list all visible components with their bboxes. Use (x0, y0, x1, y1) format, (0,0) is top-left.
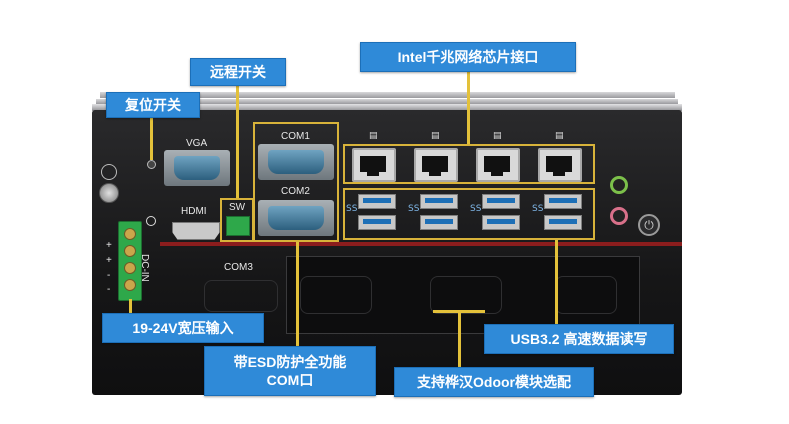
callout-intel-lan: Intel千兆网络芯片接口 (360, 42, 576, 72)
reset-button[interactable] (147, 160, 156, 169)
leader-line (458, 310, 461, 370)
ground-icon (101, 164, 117, 180)
sw-highlight (220, 198, 254, 242)
minus-label: - (107, 284, 111, 295)
leader-line (555, 240, 558, 324)
audio-jack-mic (610, 207, 628, 225)
callout-power-input: 19-24V宽压输入 (102, 313, 264, 343)
usb-icon: SS (408, 204, 420, 214)
callout-odoor: 支持桦汉Odoor模块选配 (394, 367, 594, 397)
usb-port (358, 215, 396, 230)
hdmi-port (172, 222, 220, 240)
com2-label: COM2 (281, 186, 310, 197)
accent-line-red (160, 242, 682, 246)
com1-label: COM1 (281, 131, 310, 142)
com2-port (258, 200, 334, 236)
usb-highlight (343, 188, 595, 240)
leader-line (129, 299, 132, 313)
sw-label: SW (229, 202, 246, 213)
terminal-screw (124, 279, 136, 291)
usb-icon: SS (532, 204, 544, 214)
audio-jack-line-out (610, 176, 628, 194)
usb-port (358, 194, 396, 209)
callout-remote-switch: 远程开关 (190, 58, 286, 86)
com3-label: COM3 (224, 262, 253, 273)
lan-port (352, 148, 396, 182)
plus-label: + (106, 255, 112, 266)
leader-line (236, 82, 239, 198)
terminal-screw (124, 245, 136, 257)
callout-usb: USB3.2 高速数据读写 (484, 324, 674, 354)
odoor-knockout (430, 276, 502, 314)
network-icon: ▤ (369, 131, 378, 141)
usb-port (420, 215, 458, 230)
network-icon: ▤ (493, 131, 502, 141)
vga-label: VGA (186, 138, 208, 149)
heatsink-fin (96, 99, 678, 104)
com1-port (258, 144, 334, 180)
leader-line (150, 116, 153, 160)
lan-port (476, 148, 520, 182)
reset-icon (146, 216, 156, 226)
lan-highlight (343, 144, 595, 184)
remote-switch-connector (226, 216, 250, 236)
callout-esd-com-line1: 带ESD防护全功能 (233, 354, 347, 370)
usb-port (482, 215, 520, 230)
usb-port (420, 194, 458, 209)
plus-label: + (106, 240, 112, 251)
usb-port (482, 194, 520, 209)
usb-port (544, 215, 582, 230)
dcin-label: DC-IN (139, 254, 150, 282)
terminal-screw (124, 262, 136, 274)
usb-port (544, 194, 582, 209)
callout-reset-switch: 复位开关 (106, 92, 200, 118)
power-icon[interactable]: ⏻ (638, 214, 660, 236)
hdmi-label: HDMI (181, 206, 207, 217)
lan-port (414, 148, 458, 182)
odoor-knockout (555, 276, 617, 314)
minus-label: - (107, 270, 111, 281)
com3-knockout (204, 280, 278, 312)
ground-screw (99, 183, 119, 203)
com-highlight (253, 122, 339, 242)
callout-esd-com: 带ESD防护全功能 COM口 (204, 346, 376, 396)
usb-icon: SS (346, 204, 358, 214)
network-icon: ▤ (555, 131, 564, 141)
usb-icon: SS (470, 204, 482, 214)
network-icon: ▤ (431, 131, 440, 141)
odoor-bay (286, 256, 640, 334)
heatsink-fin (92, 104, 682, 111)
vga-port (164, 150, 230, 186)
heatsink-fin (100, 92, 675, 98)
lan-port (538, 148, 582, 182)
odoor-knockout (300, 276, 372, 314)
callout-esd-com-line2: COM口 (266, 372, 314, 388)
leader-line (296, 242, 299, 346)
leader-line (467, 70, 470, 144)
terminal-screw (124, 228, 136, 240)
